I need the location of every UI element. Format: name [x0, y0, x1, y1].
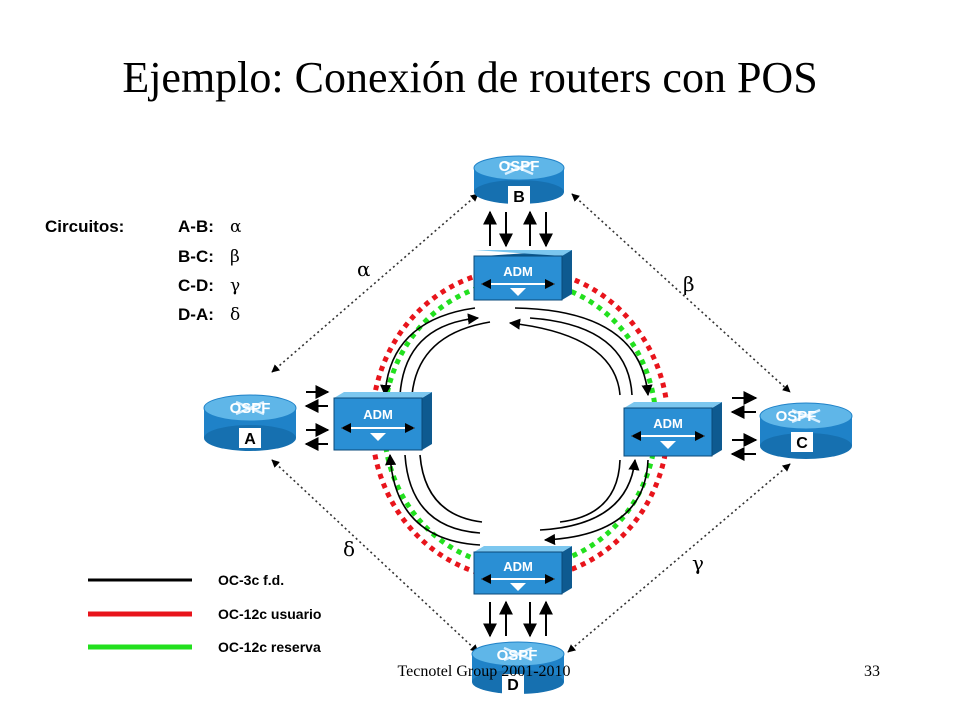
- logical-links: [271, 193, 791, 653]
- legend-label-reserva: OC-12c reserva: [218, 639, 321, 655]
- router-c: OSPF C: [759, 402, 853, 459]
- link-c-d: [567, 463, 791, 653]
- legend-label-oc3: OC-3c f.d.: [218, 572, 284, 588]
- router-c-arrows-icon: [791, 408, 821, 424]
- line-legend: OC-3c f.d. OC-12c usuario OC-12c reserva: [88, 572, 321, 655]
- page-number: 33: [864, 663, 880, 680]
- adm-bottom: ADM: [473, 546, 572, 595]
- circuit-bc-label: B-C:: [178, 247, 214, 266]
- router-c-name: C: [796, 435, 808, 452]
- tributaries-a: [304, 385, 330, 451]
- circuit-bc-symbol: β: [230, 247, 240, 267]
- link-bc-symbol: β: [683, 272, 695, 296]
- footer-text: Tecnotel Group 2001-2010: [397, 663, 570, 680]
- router-b-arrows-icon: [504, 160, 534, 176]
- circuit-da-label: D-A:: [178, 305, 214, 324]
- adm-right-label: ADM: [653, 416, 683, 431]
- adm-bottom-label: ADM: [503, 559, 533, 574]
- adm-left: ADM: [333, 392, 432, 451]
- router-b-name: B: [513, 189, 525, 206]
- link-cd-symbol: γ: [692, 551, 704, 575]
- circuit-cd-label: C-D:: [178, 276, 214, 295]
- router-d: OSPF D: [471, 641, 565, 694]
- adm-right: ADM: [623, 402, 722, 457]
- link-symbols: α β γ δ: [343, 257, 704, 575]
- adm-top: ADM: [473, 250, 572, 301]
- router-c-protocol: OSPF: [776, 408, 817, 425]
- circuits-heading: Circuitos:: [45, 217, 124, 236]
- link-b-c: [571, 193, 791, 393]
- link-d-a: [271, 459, 479, 653]
- slide-title: Ejemplo: Conexión de routers con POS: [122, 53, 817, 102]
- circuit-ab-label: A-B:: [178, 217, 214, 236]
- router-d-arrows-icon: [503, 646, 533, 662]
- adm-top-label: ADM: [503, 264, 533, 279]
- link-da-symbol: δ: [343, 537, 355, 561]
- tributaries-d: [483, 600, 553, 638]
- circuit-ab-symbol: α: [230, 217, 242, 237]
- router-d-protocol: OSPF: [497, 647, 538, 664]
- tributaries-b: [483, 210, 553, 248]
- legend-label-usuario: OC-12c usuario: [218, 606, 321, 622]
- router-a-arrows-icon: [235, 400, 265, 416]
- router-a-protocol: OSPF: [230, 400, 271, 417]
- router-a-name: A: [244, 431, 256, 448]
- link-a-b: [271, 193, 479, 373]
- adm-left-label: ADM: [363, 407, 393, 422]
- ring-black-arcs: [380, 307, 653, 546]
- router-a: OSPF A: [203, 394, 297, 451]
- circuit-da-symbol: δ: [230, 305, 240, 325]
- tributaries-c: [730, 391, 758, 461]
- router-d-name: D: [507, 677, 519, 694]
- router-b-protocol: OSPF: [499, 158, 540, 175]
- circuits-list: Circuitos: A-B: α B-C: β C-D: γ D-A: δ: [45, 217, 242, 325]
- router-b: OSPF B: [473, 155, 565, 206]
- circuit-cd-symbol: γ: [230, 276, 240, 296]
- link-ab-symbol: α: [357, 257, 371, 281]
